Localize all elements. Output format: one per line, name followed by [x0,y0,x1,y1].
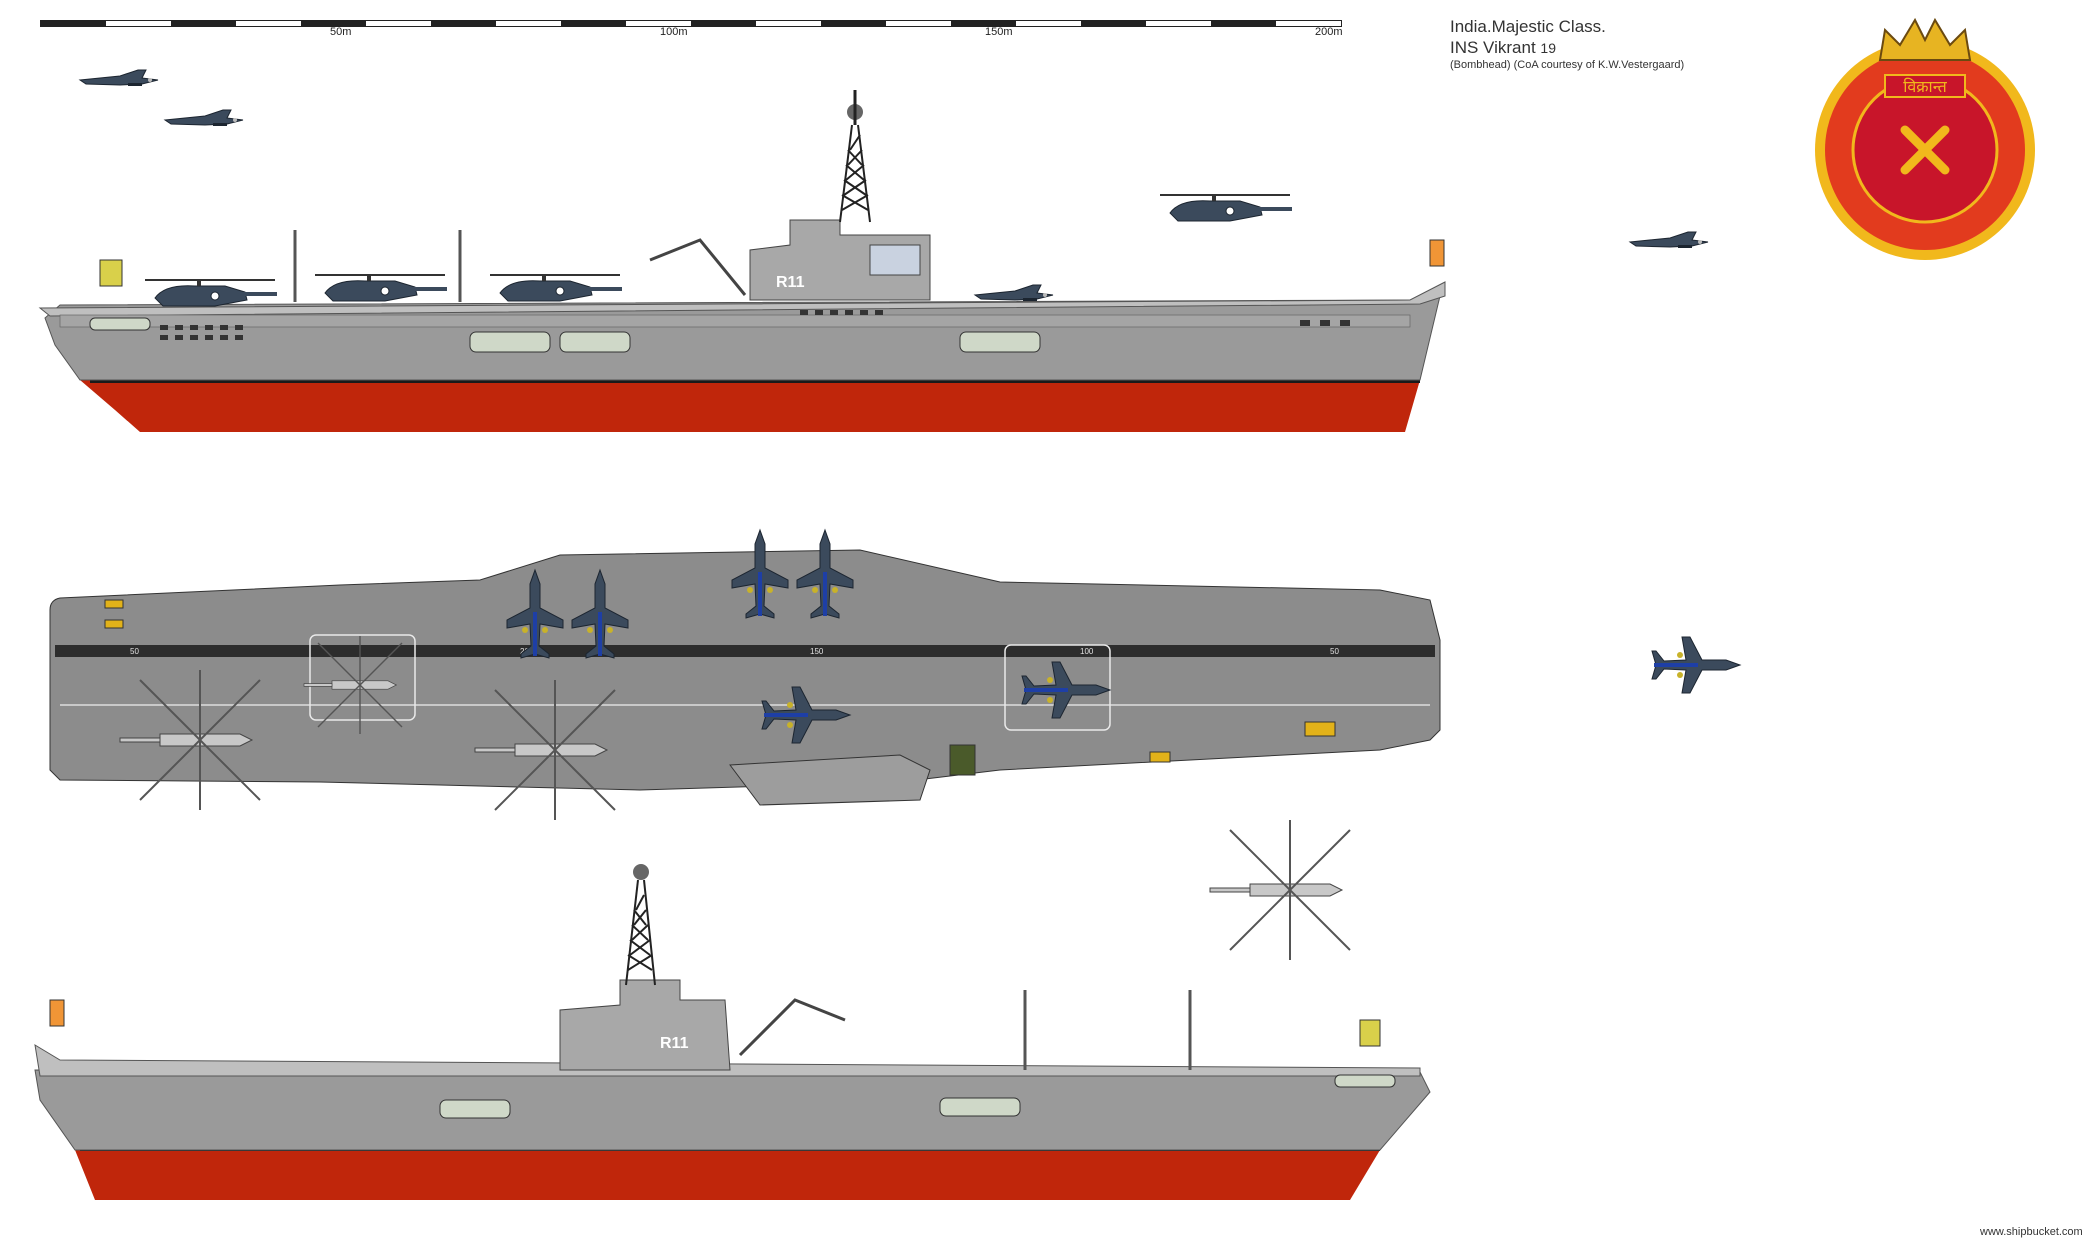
hull-grey-bottom [34,1069,1431,1151]
chetak-top [144,279,278,307]
tractor-3 [104,599,124,609]
flight-deck-bottom [34,1044,1421,1077]
scale-label-200: 200m [1315,26,1343,38]
boat-7 [1334,1074,1396,1088]
island-plan [729,754,931,806]
island-windows [869,244,921,276]
flight-deck-top [38,281,1446,317]
title-ship: INS Vikrant 19 [1450,37,1684,58]
fwd-lift-plan [1004,644,1111,731]
deck-number-2: 100 [1080,647,1094,656]
scale-label-150: 150m [985,26,1013,38]
tractor-2 [1149,751,1171,763]
ship-plan-view: 50 100 150 200 50 [49,529,1741,961]
portholes-top [160,310,1350,340]
scale-label-100: 100m [660,26,688,38]
pennant-number-top: R11 [776,274,805,291]
flag-bow-top [1429,239,1445,267]
harrier-deck-top [974,284,1054,302]
seaking-2-top [489,274,623,302]
boat-6 [939,1097,1021,1117]
crane-top [649,238,747,296]
lattice-mast-top [839,124,871,223]
gallery-deck-top [59,314,1411,328]
pennant-number-bottom: R11 [660,1035,689,1052]
flag-stern-top [99,259,123,287]
ship-profile-starboard: R11 [38,90,1446,432]
radar-dish-bottom [633,864,649,880]
seaking-1-top [314,274,448,302]
title-class: India.Majestic Class. [1450,17,1606,36]
tractor-4 [104,619,124,629]
title-credits: (Bombhead) (CoA courtesy of K.W.Vesterga… [1450,58,1685,71]
aft-lift-plan [309,634,416,721]
ordnance-carts [949,744,976,776]
boat-1 [469,331,551,353]
harrier-plan-flying [1651,636,1741,694]
island-bottom [559,979,731,1071]
watermark: www.shipbucket.com [1980,1226,2083,1238]
title-ship-number: 19 [1540,40,1556,57]
lattice-mast-bottom [625,879,656,986]
heli-plan-flying [1209,819,1351,961]
title-block: India.Majestic Class. INS Vikrant 19 (Bo… [1450,16,1684,72]
crest-motto: विक्रान्त [1903,77,1947,96]
tractor-1 [1304,721,1336,737]
crane-bottom [738,998,846,1057]
crest-crown [1878,17,1972,61]
ship-profile-port: R11 [34,864,1431,1200]
scale-bar: 50m 100m 150m 200m [40,14,1343,44]
hull-red-top [80,380,1420,432]
flag-bow-bottom [49,999,65,1027]
harrier-flying-3 [1629,231,1709,249]
scale-label-50: 50m [330,26,352,38]
boat-2 [559,331,631,353]
seaking-flying [1159,194,1293,222]
flag-stern-bottom [1359,1019,1381,1047]
harrier-flying-2 [164,109,244,127]
title-ship-name: INS Vikrant [1450,38,1536,58]
deck-number-3: 150 [810,647,824,656]
deck-number-5: 50 [130,647,139,656]
deck-number-1: 50 [1330,647,1339,656]
boat-5 [439,1099,511,1119]
scale-bar-segments [40,20,1342,27]
harrier-flying-1 [79,69,159,87]
hull-red-bottom [75,1150,1380,1200]
boat-4 [89,317,151,331]
crest-motto-scroll [1884,74,1966,98]
landing-strip [55,645,1435,657]
crest-crossed-arms [1900,125,1950,175]
ship-crest: विक्रान्त [1815,17,2035,260]
boat-3 [959,331,1041,353]
